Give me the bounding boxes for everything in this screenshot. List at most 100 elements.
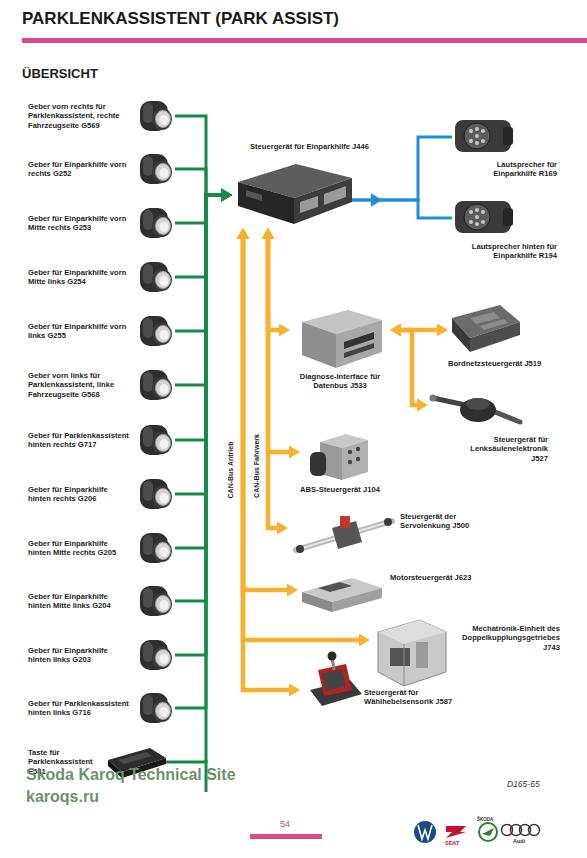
arrow-head (359, 634, 370, 647)
sensor-illustrations (140, 640, 172, 670)
component-label: Motorsteuergerät J623 (390, 573, 490, 582)
mechatronics-illustration (378, 620, 446, 686)
text-label: Skoda Karoq Technical Site (26, 766, 236, 784)
selector-lever-illustration (322, 669, 346, 691)
component-node: Geber für Einparkhilfe hinten links G203 (28, 634, 175, 676)
arrow-head (221, 189, 232, 202)
connector-line (175, 195, 226, 331)
connector-line (268, 234, 282, 528)
component-label: Lautsprecher für Einparkhilfe R169 (462, 160, 557, 179)
arrow-head (390, 324, 401, 337)
component-node: Steuergerät für Lenksäulenelektronik J52… (428, 388, 548, 472)
connector (175, 189, 232, 549)
brand-logos (446, 826, 466, 838)
arrow-head (277, 522, 288, 535)
steering-rack-illustration (296, 545, 304, 553)
abs-unit-illustration (356, 457, 360, 461)
component-node: Mechatronik-Einheit des Doppelkupplungsg… (370, 618, 560, 688)
arrow-head (262, 228, 275, 239)
component-node: Geber für Einparkhilfe hinten Mitte rech… (28, 527, 175, 569)
control-unit-illustration (480, 319, 508, 330)
arrow-head (221, 189, 232, 202)
arrow-head (279, 324, 290, 337)
steering-column-switch-illustration (430, 395, 521, 423)
text-label: SEAT (445, 840, 459, 846)
component-label: Geber vorn links für Parklenkassistent, … (28, 371, 132, 399)
arrow-head (390, 324, 401, 337)
connector (175, 189, 232, 602)
selector-lever-illustration (310, 652, 362, 707)
arrow-head (237, 228, 250, 239)
gateway-illustration (302, 322, 336, 368)
component-node: Geber vorn links für Parklenkassistent, … (28, 364, 175, 406)
arrow-head (262, 228, 275, 239)
mechatronics-illustration (390, 648, 410, 666)
connector (175, 189, 232, 656)
button-illustration (118, 752, 152, 764)
mechatronics-illustration (404, 644, 405, 686)
arrow-head (221, 189, 232, 202)
connector (175, 189, 232, 495)
component-label: Diagnose-Interface für Datenbus J533 (285, 372, 395, 391)
control-unit-illustration (238, 182, 294, 224)
connector-line (175, 169, 226, 195)
connector (175, 189, 232, 441)
connector-line (175, 195, 226, 223)
arrow-head (221, 189, 232, 202)
arrow-head (237, 228, 250, 239)
arrow-head (289, 684, 300, 697)
component-node: Geber für Parklenkassistent hinten recht… (28, 419, 175, 461)
connector (175, 189, 232, 709)
page-title: PARKLENKASSISTENT (PARK ASSIST) (22, 9, 339, 29)
brand-logos (414, 821, 540, 843)
connector-line (175, 195, 226, 708)
component-label: ABS-Steuergerät J104 (300, 485, 380, 494)
connector-line (175, 116, 226, 195)
control-unit-illustration (238, 164, 352, 224)
brand-logos (529, 825, 540, 836)
control-unit-illustration (452, 318, 470, 352)
connector-line (268, 234, 284, 330)
connector (237, 228, 299, 597)
connector (390, 324, 448, 337)
brand-logos (414, 821, 436, 843)
connector-line (175, 195, 226, 655)
connector (237, 228, 301, 697)
control-unit-illustration (452, 305, 520, 352)
arrow-head (221, 189, 232, 202)
connector (175, 189, 232, 332)
sensor-illustrations (140, 101, 172, 131)
component-node: Steuergerät der Servolenkung J500 (288, 508, 473, 556)
connector (390, 324, 428, 412)
steering-column-switch-illustration (430, 395, 437, 402)
text-label: ŠKODA (477, 817, 493, 822)
connector-line (352, 200, 452, 218)
bus-label: CAN-Bus Fahrwerk (253, 434, 260, 498)
text-label: 54 (280, 819, 290, 829)
component-node: Geber für Einparkhilfe hinten rechts G20… (28, 473, 175, 515)
component-label: Geber für Einparkhilfe hinten Mitte rech… (28, 539, 132, 558)
component-label: Geber für Einparkhilfe vorn links G255 (28, 322, 132, 341)
arrow-head (287, 584, 298, 597)
sensor-illustrations (140, 370, 172, 400)
arrow-head (221, 189, 232, 202)
brand-logos (418, 825, 432, 839)
brand-logos (479, 823, 497, 841)
component-label: Geber für Einparkhilfe hinten rechts G20… (28, 485, 132, 504)
mechatronics-illustration (416, 642, 428, 668)
arrow-head (371, 194, 382, 207)
component-label: Geber für Einparkhilfe vorn Mitte rechts… (28, 214, 132, 233)
component-node: Geber für Einparkhilfe vorn Mitte rechts… (28, 202, 175, 244)
gateway-illustration (336, 320, 382, 368)
abs-unit-illustration (310, 434, 368, 480)
arrow-head (221, 189, 232, 202)
engine-ecu-illustration (332, 588, 382, 612)
component-label: Geber für Einparkhilfe hinten links G203 (28, 646, 132, 665)
connector (262, 228, 289, 535)
control-unit-illustration (300, 196, 318, 213)
component-node: Steuergerät für Wählhebelsensorik J587 (300, 652, 460, 714)
control-unit-illustration (246, 190, 262, 201)
steering-rack-illustration (340, 516, 350, 528)
component-label: Steuergerät für Wählhebelsensorik J587 (364, 688, 464, 707)
steering-column-switch-illustration (460, 398, 496, 422)
